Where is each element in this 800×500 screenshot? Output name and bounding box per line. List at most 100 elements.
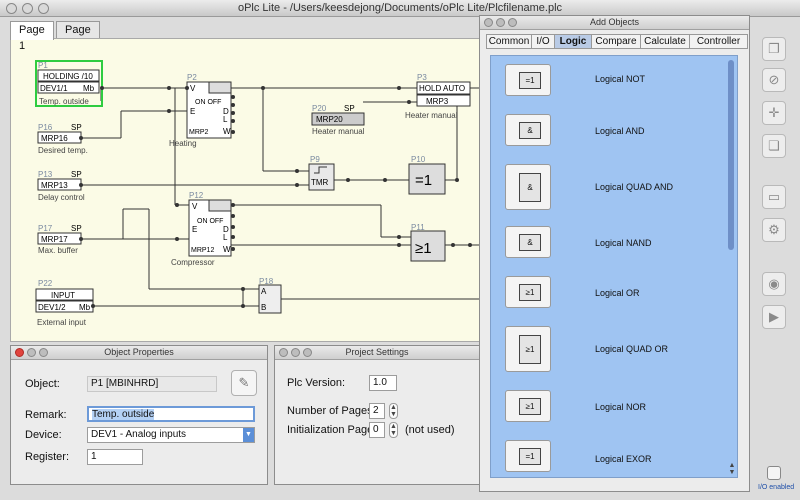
object-properties-title: Object Properties xyxy=(104,347,174,357)
plc-version-input[interactable]: 1.0 xyxy=(369,375,397,391)
add-objects-scrollbar[interactable] xyxy=(728,60,734,250)
copy-icon[interactable]: ❐ xyxy=(762,37,786,61)
edit-object-button[interactable]: ✎ xyxy=(231,370,257,396)
pages-stepper[interactable]: ▲▼ xyxy=(389,403,398,419)
block-p2-name: MRP2 xyxy=(189,129,209,136)
zoom-icon[interactable] xyxy=(39,348,48,357)
block-p3-name: HOLD AUTO xyxy=(419,84,465,93)
diagram-canvas[interactable]: P1 HOLDING /10 DEV1/1 Mb Temp. outside P… xyxy=(10,38,480,342)
list-item-label: Logical AND xyxy=(595,126,645,136)
window-icon[interactable]: ▭ xyxy=(762,185,786,209)
block-p16-sp: SP xyxy=(71,123,82,132)
block-p3-caption: Heater manual xyxy=(405,111,458,120)
minimize-window-button[interactable] xyxy=(22,3,33,14)
tab-logic[interactable]: Logic xyxy=(554,34,592,49)
register-label: Register: xyxy=(25,451,70,463)
object-value: P1 [MBINHRD] xyxy=(87,376,217,392)
add-objects-list[interactable]: =1 Logical NOT & Logical AND & Logical Q… xyxy=(490,55,738,478)
close-window-button[interactable] xyxy=(6,3,17,14)
io-enabled-checkbox[interactable] xyxy=(767,466,781,480)
block-p17[interactable]: P17 SP MRP17 Max. buffer xyxy=(37,224,82,255)
logic-nand-icon: & xyxy=(505,226,551,258)
link-icon[interactable]: ⊘ xyxy=(762,68,786,92)
block-p20-name: MRP20 xyxy=(316,115,343,124)
gears-icon[interactable]: ⚙ xyxy=(762,218,786,242)
list-item-label: Logical QUAD OR xyxy=(595,344,669,354)
project-settings-titlebar: Project Settings xyxy=(275,346,479,360)
block-p18[interactable]: P18 A B xyxy=(258,277,282,314)
zoom-window-button[interactable] xyxy=(38,3,49,14)
logic-and-icon: & xyxy=(505,114,551,146)
zoom-icon[interactable] xyxy=(303,348,312,357)
window-titlebar: oPlc Lite - /Users/keesdejong/Documents/… xyxy=(0,0,800,17)
block-p12[interactable]: P12 V ON OFF E D L MRP12 W Compressor xyxy=(171,191,232,267)
block-p2-in-v: V xyxy=(190,84,196,93)
tab-compare[interactable]: Compare xyxy=(591,34,641,49)
minimize-icon[interactable] xyxy=(27,348,36,357)
register-input[interactable]: 1 xyxy=(87,449,143,465)
block-p2-id: P2 xyxy=(187,73,197,82)
block-p18-a: A xyxy=(261,287,267,296)
block-p12-onoff: ON OFF xyxy=(197,218,223,225)
block-p1[interactable]: P1 HOLDING /10 DEV1/1 Mb Temp. outside xyxy=(35,60,103,107)
close-icon[interactable] xyxy=(279,348,288,357)
tab-calculate[interactable]: Calculate xyxy=(640,34,690,49)
init-page-label: Initialization Page: xyxy=(287,424,377,436)
block-p20[interactable]: P20 SP MRP20 Heater manual xyxy=(311,104,365,136)
block-p12-id: P12 xyxy=(189,191,204,200)
block-p2[interactable]: P2 V ON OFF E D L MRP2 W Heating xyxy=(169,73,232,148)
tab-common[interactable]: Common xyxy=(486,34,532,49)
init-page-input[interactable]: 0 xyxy=(369,422,385,438)
block-p13[interactable]: P13 SP MRP13 Delay control xyxy=(37,170,85,202)
tab-controller[interactable]: Controller xyxy=(689,34,748,49)
record-icon[interactable]: ◉ xyxy=(762,272,786,296)
remark-input[interactable]: Temp. outside xyxy=(87,406,255,422)
block-p18-b: B xyxy=(261,303,266,312)
logic-nor-icon: ≥1 xyxy=(505,390,551,422)
block-p13-id: P13 xyxy=(38,170,53,179)
block-p2-caption: Heating xyxy=(169,139,197,148)
block-p13-name: MRP13 xyxy=(41,181,68,190)
block-p12-in-e: E xyxy=(192,225,197,234)
list-item-label: Logical NOT xyxy=(595,74,646,84)
block-p10-id: P10 xyxy=(411,155,426,164)
close-icon[interactable] xyxy=(15,348,24,357)
logic-quad-or-icon: ≥1 xyxy=(505,326,551,372)
tab-page-2[interactable]: Page 2 xyxy=(56,21,100,52)
block-p22-caption: External input xyxy=(37,318,87,327)
block-p22[interactable]: P22 INPUT DEV1/2 Mb External input xyxy=(35,279,94,327)
close-icon[interactable] xyxy=(484,18,493,27)
logic-and-symbol: & xyxy=(519,122,541,139)
block-p20-id: P20 xyxy=(312,104,327,113)
init-page-stepper[interactable]: ▲▼ xyxy=(389,422,398,438)
block-p20-caption: Heater manual xyxy=(312,127,365,136)
block-p11-id: P11 xyxy=(411,223,425,232)
block-p3-id: P3 xyxy=(417,73,427,82)
block-p11[interactable]: P11 ≥1 xyxy=(410,223,446,262)
pages-input[interactable]: 2 xyxy=(369,403,385,419)
block-p12-w: W xyxy=(223,245,231,254)
minimize-icon[interactable] xyxy=(291,348,300,357)
project-settings-title: Project Settings xyxy=(345,347,409,357)
run-icon[interactable]: ▶ xyxy=(762,305,786,329)
minimize-icon[interactable] xyxy=(496,18,505,27)
block-p10[interactable]: P10 =1 xyxy=(408,155,446,195)
block-p2-in-e: E xyxy=(190,107,195,116)
block-p9-label: TMR xyxy=(311,178,329,187)
project-settings-dialog: Project Settings Plc Version: 1.0 Number… xyxy=(274,345,480,485)
add-icon[interactable]: ✛ xyxy=(762,101,786,125)
scroll-arrows-icon[interactable]: ▲▼ xyxy=(728,462,736,476)
tab-io[interactable]: I/O xyxy=(531,34,555,49)
list-item-label: Logical NOR xyxy=(595,402,647,412)
zoom-icon[interactable] xyxy=(508,18,517,27)
block-p12-in-v: V xyxy=(192,202,198,211)
block-p13-sp: SP xyxy=(71,170,82,179)
tab-page-1[interactable]: Page 1 xyxy=(10,21,54,52)
block-p16-caption: Desired temp. xyxy=(38,146,88,155)
device-select[interactable]: DEV1 - Analog inputs ▼ xyxy=(87,427,255,443)
paste-icon[interactable]: ❏ xyxy=(762,134,786,158)
block-p3[interactable]: P3 HOLD AUTO MRP3 Heater manual xyxy=(405,73,471,120)
block-p17-id: P17 xyxy=(38,224,53,233)
block-p16-name: MRP16 xyxy=(41,134,68,143)
block-p9[interactable]: P9 TMR xyxy=(308,155,335,191)
